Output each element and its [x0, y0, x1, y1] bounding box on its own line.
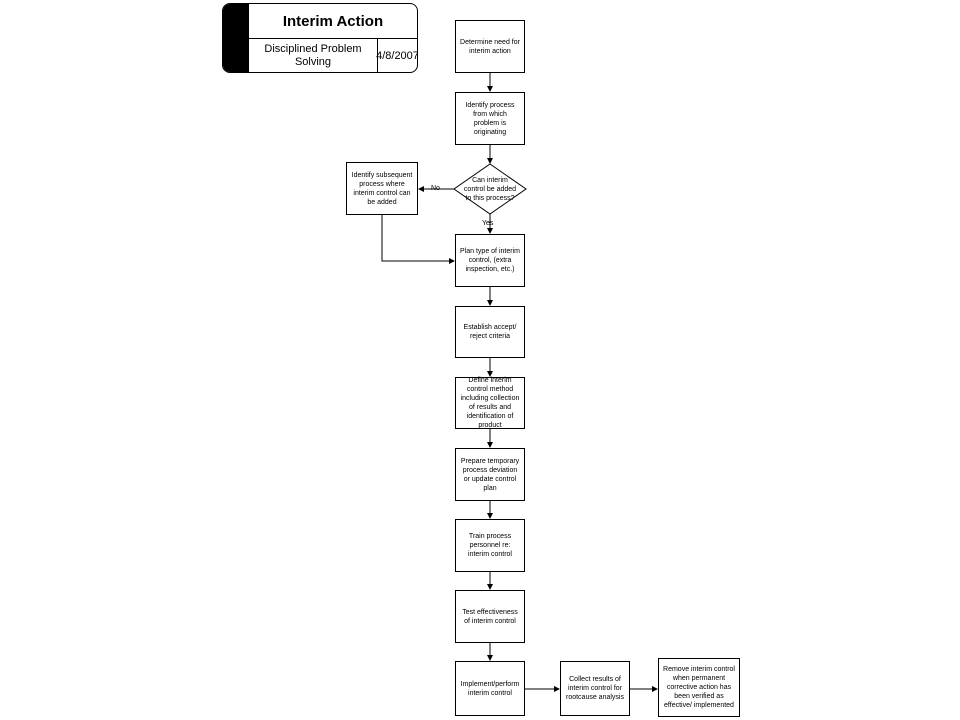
diagram-title: Interim Action — [249, 4, 417, 39]
node-define-method: Define interim control method including … — [455, 377, 525, 429]
node-plan-type: Plan type of interim control, (extra ins… — [455, 234, 525, 287]
node-determine-need: Determine need for interim action — [455, 20, 525, 73]
node-establish-criteria: Establish accept/ reject criteria — [455, 306, 525, 358]
title-block: Interim Action Disciplined Problem Solvi… — [222, 3, 418, 73]
node-identify-process: Identify process from which problem is o… — [455, 92, 525, 145]
title-stripe — [223, 4, 249, 72]
node-prepare-deviation: Prepare temporary process deviation or u… — [455, 448, 525, 501]
diagram-date: 4/8/2007 — [376, 49, 418, 62]
edge-n4-n5 — [381, 215, 455, 264]
node-train-personnel: Train process personnel re: interim cont… — [455, 519, 525, 572]
node-can-interim-control: Can interim control be added to this pro… — [463, 176, 517, 202]
node-implement: Implement/perform interim control — [455, 661, 525, 716]
diagram-subtitle: Disciplined Problem Solving — [249, 39, 378, 72]
node-test-effectiveness: Test effectiveness of interim control — [455, 590, 525, 643]
node-identify-subsequent: Identify subsequent process where interi… — [346, 162, 418, 215]
node-remove-interim: Remove interim control when permanent co… — [658, 658, 740, 717]
edge-label-yes: Yes — [482, 220, 494, 227]
node-collect-results: Collect results of interim control for r… — [560, 661, 630, 716]
edge-label-no: No — [431, 185, 440, 192]
